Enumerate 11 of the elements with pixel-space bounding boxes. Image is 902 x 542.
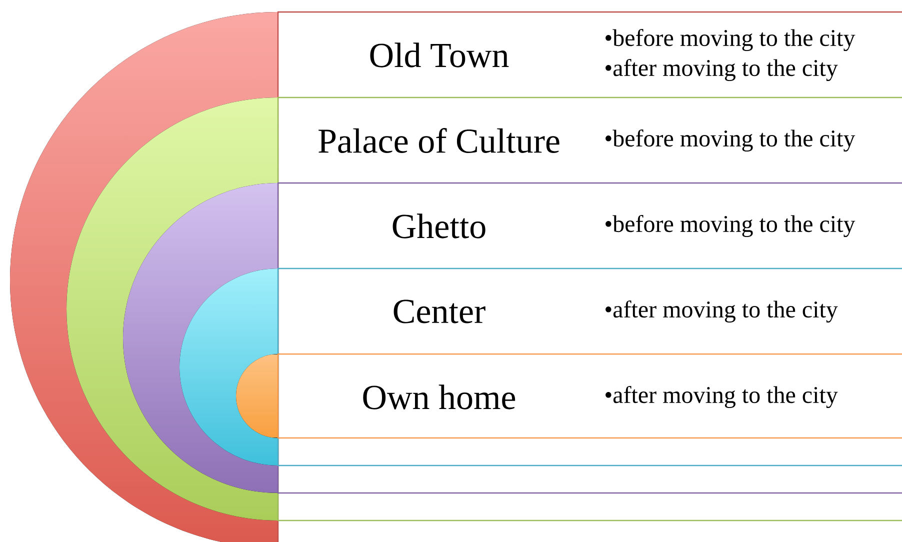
bullet-item: •before moving to the city xyxy=(606,214,856,238)
band-title: Palace of Culture xyxy=(318,128,560,153)
bullet-item: •after moving to the city xyxy=(606,300,838,323)
band-title: Old Town xyxy=(370,42,509,68)
band-title: Ghetto xyxy=(392,214,486,238)
bullet-item: •before moving to the city xyxy=(606,28,856,52)
band-title: Own home xyxy=(363,384,516,410)
band-title: Center xyxy=(394,300,486,324)
bullet-item: •after moving to the city xyxy=(606,58,838,82)
bullet-item: •before moving to the city xyxy=(606,129,856,152)
bullet-item: •after moving to the city xyxy=(606,386,838,408)
